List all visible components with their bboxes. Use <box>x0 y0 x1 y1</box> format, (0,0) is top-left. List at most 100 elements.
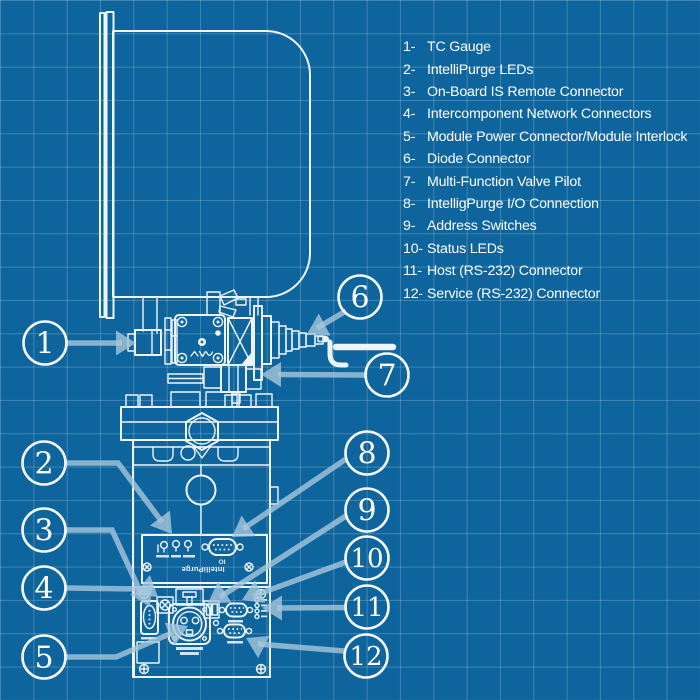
legend-num: 5- <box>403 128 416 145</box>
address-dip-switches <box>203 600 220 619</box>
legend-num: 9- <box>403 218 416 235</box>
callout-12-arrow <box>246 635 270 659</box>
valve-screw <box>176 316 224 364</box>
legend-item-7: 7-Multi-Function Valve Pilot <box>403 170 697 192</box>
callout-5-number: 5 <box>34 641 53 676</box>
service-connector-db9 <box>216 623 253 644</box>
callout-4: 4 <box>21 565 158 611</box>
callout-11-leader <box>276 604 346 611</box>
callout-12: 12 <box>246 633 389 679</box>
valve-logo <box>190 350 214 358</box>
legend-label: Intercomponent Network Connectors <box>427 106 652 123</box>
intellipurge-brand-label: IntelliPurge <box>181 565 224 574</box>
legend-num: 8- <box>403 196 416 213</box>
callout-11: 11 <box>262 584 390 630</box>
legend-num: 6- <box>403 151 416 168</box>
io-connector-db9: IO <box>201 538 244 565</box>
relief-valve-fitting <box>206 289 247 318</box>
legend-num: 3- <box>403 84 416 101</box>
callout-8: 8 <box>232 430 390 537</box>
callout-5: 5 <box>21 622 188 680</box>
diode-connector-stack <box>253 305 324 381</box>
legend-label: IntelligPurge I/O Connection <box>427 196 599 213</box>
callout-7-circle <box>364 352 410 398</box>
legend-label: Module Power Connector/Module Interlock <box>427 128 688 145</box>
callout-5-circle <box>21 634 67 680</box>
callout-2-leader <box>65 460 165 524</box>
callout-10-number: 10 <box>350 544 383 574</box>
legend-item-5: 5- Module Power Connector/Module Interloc… <box>403 126 697 148</box>
callout-6-number: 6 <box>350 281 369 316</box>
callout-6-arrow <box>307 313 331 336</box>
callout-9-number: 9 <box>357 494 376 529</box>
legend: 1- TC Gauge 2-IntelliPurge LEDs 3-On-Boar… <box>403 36 697 305</box>
purge-valve-handle <box>317 335 397 368</box>
callout-1-number: 1 <box>35 327 54 362</box>
callout-1-circle <box>22 320 68 366</box>
panel-corner-screws <box>142 562 254 572</box>
host-connector-db9 <box>218 602 254 623</box>
legend-num: 10- <box>403 240 423 257</box>
callout-11-number: 11 <box>350 593 383 623</box>
callout-4-circle <box>21 565 67 611</box>
pump-inlet-flange <box>99 11 115 319</box>
intellipurge-panel: IO IntelliPurge <box>141 534 268 584</box>
callout-6: 6 <box>307 274 383 336</box>
legend-item-8: 8- IntelligPurge I/O Connection <box>403 193 697 215</box>
callout-2-circle <box>21 440 67 486</box>
callout-8-leader <box>241 456 348 532</box>
callout-5-leader <box>65 630 174 660</box>
legend-num: 11- <box>403 263 422 280</box>
callout-10-arrow <box>242 580 266 603</box>
callout-2: 2 <box>21 440 172 534</box>
callout-11-circle <box>344 584 390 630</box>
callout-12-circle <box>343 633 389 679</box>
legend-label: Diode Connector <box>427 151 531 168</box>
io-label: IO <box>219 558 226 565</box>
legend-label: Host (RS-232) Connector <box>427 263 583 280</box>
callout-6-circle <box>337 274 383 320</box>
callout-7-leader <box>277 371 366 378</box>
legend-num: 1- <box>403 39 416 56</box>
legend-label: IntelliPurge LEDs <box>427 61 534 78</box>
legend-label: Address Switches <box>427 218 537 235</box>
callouts: 1 2 3 4 5 <box>21 274 410 680</box>
intellipurge-leds <box>156 539 195 558</box>
callout-5-arrow <box>164 622 188 646</box>
legend-item-2: 2-IntelliPurge LEDs <box>403 58 697 80</box>
legend-item-6: 6- Diode Connector <box>403 148 697 170</box>
legend-item-3: 3-On-Board IS Remote Connector <box>403 81 697 103</box>
callout-8-number: 8 <box>357 437 376 472</box>
callout-2-arrow <box>149 510 172 534</box>
callout-7-number: 7 <box>377 359 396 394</box>
callout-1-arrow <box>116 330 136 356</box>
callout-9-arrow <box>208 581 232 603</box>
callout-11-arrow <box>262 595 282 621</box>
legend-item-10: 10-Status LEDs <box>403 238 697 260</box>
valve-body <box>174 314 226 366</box>
callout-2-number: 2 <box>34 447 53 482</box>
valve-base-neck <box>170 391 241 408</box>
legend-item-12: 12-Service (RS-232) Connector <box>403 282 697 304</box>
hex-nut <box>185 412 219 451</box>
callout-4-arrow <box>134 574 158 597</box>
legend-item-4: 4-Intercomponent Network Connectors <box>403 103 697 125</box>
callout-8-circle <box>344 430 390 476</box>
callout-4-leader <box>66 585 143 592</box>
legend-item-9: 9- Address Switches <box>403 215 697 237</box>
panel-indicator <box>212 619 220 627</box>
legend-item-11: 11- Host (RS-232) Connector <box>403 260 697 282</box>
callout-1: 1 <box>22 320 136 366</box>
callout-12-number: 12 <box>349 642 382 672</box>
power-fixture <box>175 588 204 606</box>
callout-10-circle <box>344 535 390 581</box>
callout-8-arrow <box>232 515 256 537</box>
legend-num: 12- <box>403 285 423 302</box>
callout-3-leader <box>65 527 143 593</box>
legend-label: Service (RS-232) Connector <box>427 285 601 302</box>
callout-7-arrow <box>261 362 281 387</box>
legend-label: TC Gauge <box>427 39 491 56</box>
callout-10: 10 <box>242 535 390 603</box>
